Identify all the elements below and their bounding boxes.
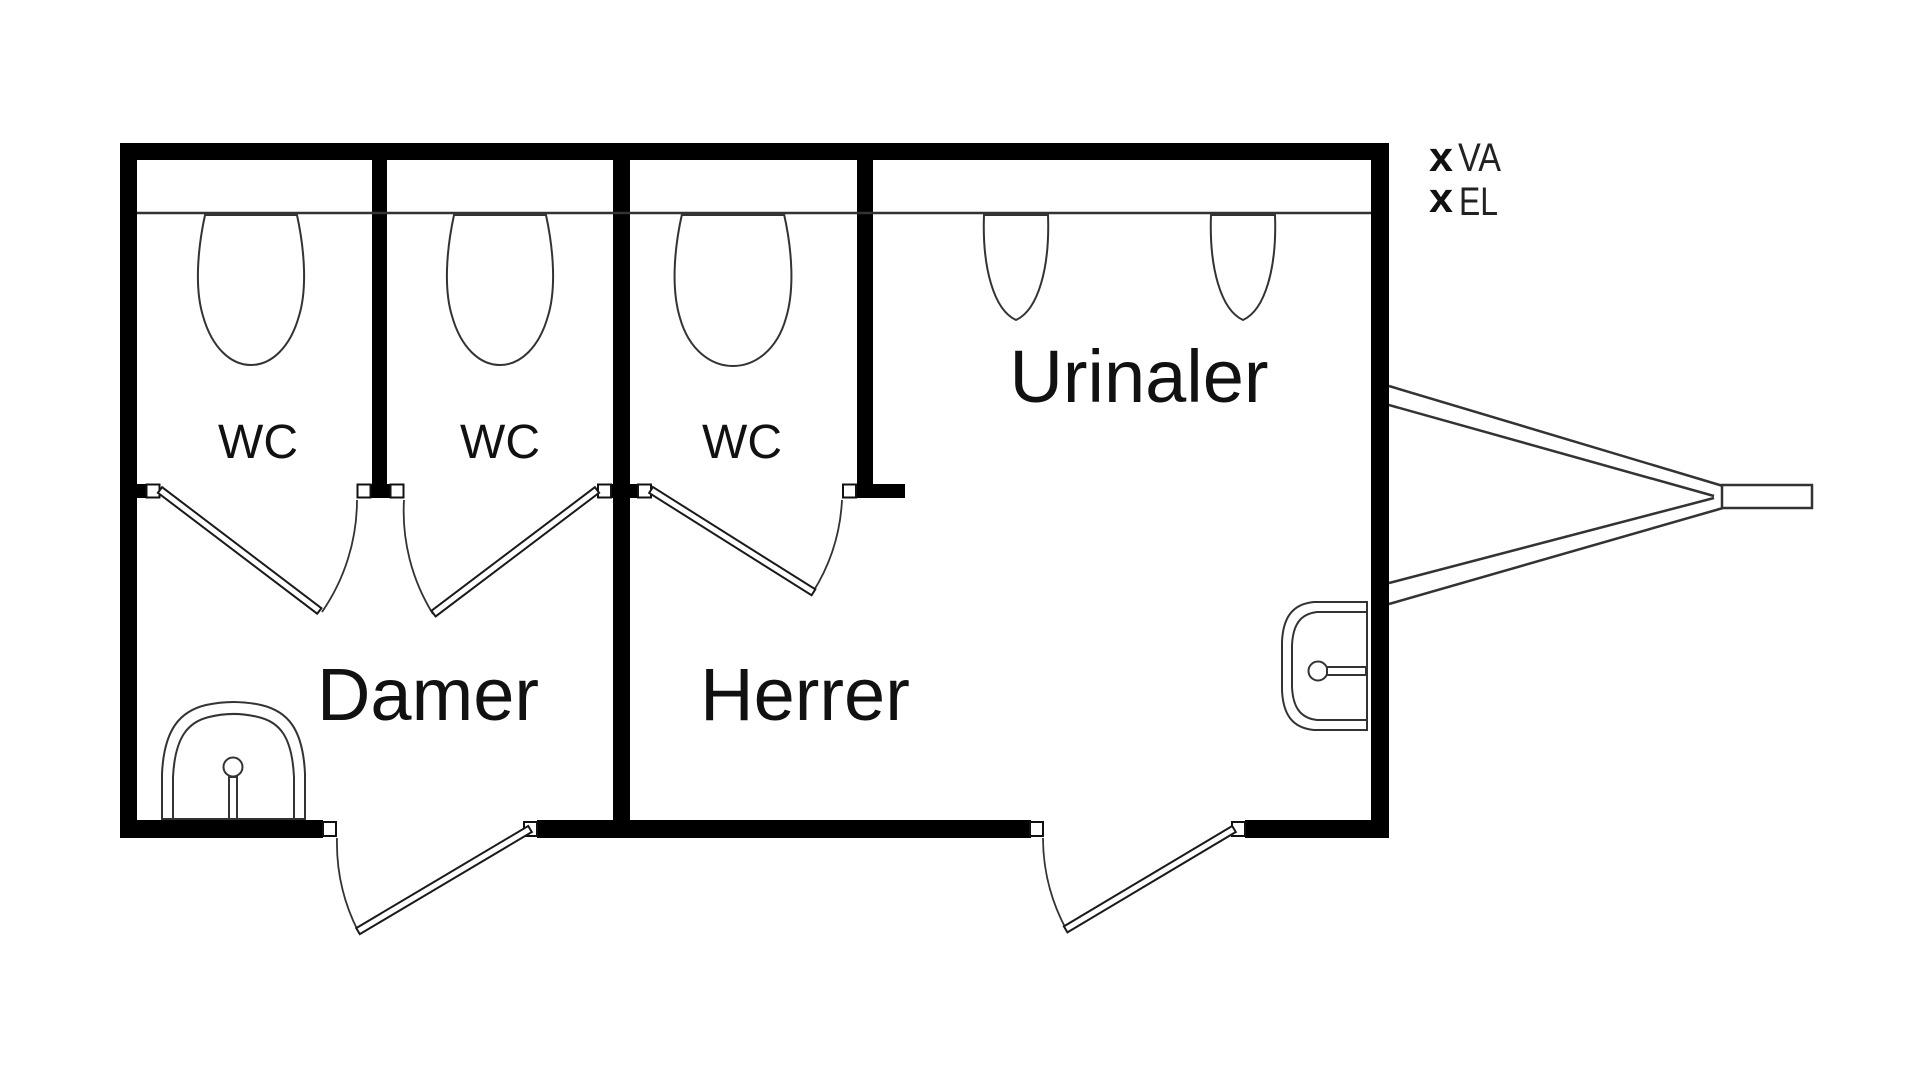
sink-urinaler-tap [1326, 666, 1367, 676]
jamb-wc3-strike [842, 483, 857, 499]
hitch-arm-upper-outer [1388, 384, 1724, 488]
wall-bottom-right-segment [1245, 820, 1389, 838]
utility-annotations: x VA x EL [1429, 133, 1501, 224]
door-wc1 [156, 485, 358, 616]
wall-top [120, 143, 1389, 160]
label-urinaler: Urinaler [1009, 335, 1268, 418]
sink-damer [161, 701, 306, 820]
jamb-wc2-hinge [597, 483, 612, 499]
label-wc3: WC [702, 416, 782, 469]
sink-urinaler [1281, 601, 1368, 731]
door-damer-leaf [354, 824, 534, 936]
hitch-arm-lower-outer [1388, 506, 1724, 606]
walls [120, 143, 1389, 838]
stub-main-wall [612, 484, 638, 498]
stub-partition2 [857, 484, 905, 498]
jamb-wc2-strike [389, 483, 405, 499]
sink-damer-drain [222, 756, 244, 778]
wall-bottom-middle-segment [537, 820, 1031, 838]
label-damer: Damer [317, 653, 539, 736]
stub-partition1 [371, 484, 390, 498]
wall-bottom-left-segment [120, 820, 323, 838]
label-wc1: WC [218, 416, 298, 469]
hitch-arm-upper-inner [1388, 403, 1715, 498]
door-jambs [145, 483, 1246, 837]
door-wc2-leaf [429, 485, 601, 618]
fixtures [161, 213, 1368, 820]
door-urinaler-entrance [1042, 824, 1238, 934]
urinal-2 [1209, 214, 1277, 322]
va-label: VA [1458, 136, 1501, 180]
door-wc3-swing-arc [812, 499, 843, 593]
labels: WC WC WC Damer Herrer Urinaler [218, 335, 1269, 736]
door-damer-entrance [336, 824, 534, 936]
stub-left-wall [120, 484, 147, 498]
partition-wc3-urinaler [857, 158, 873, 498]
label-wc2: WC [460, 416, 540, 469]
door-urinaler-leaf [1062, 824, 1238, 934]
door-wc1-leaf [156, 485, 323, 616]
va-x-marker: x [1429, 133, 1454, 180]
door-wc1-swing-arc [321, 499, 358, 613]
wall-right [1371, 143, 1389, 838]
jamb-wc1-hinge [145, 483, 161, 499]
sink-urinaler-drain [1307, 660, 1329, 682]
toilet-wc2 [445, 214, 555, 367]
door-wc3-leaf [647, 485, 817, 597]
el-label: EL [1459, 180, 1498, 224]
hitch-arm-lower-inner [1388, 496, 1715, 585]
door-wc3 [647, 485, 843, 597]
jamb-damer-entry-strike [322, 821, 337, 837]
jamb-urinaler-entry-strike [1029, 821, 1044, 837]
el-x-marker: x [1429, 174, 1454, 221]
partition-wc1-wc2 [372, 158, 387, 498]
sink-damer-tap [228, 776, 238, 820]
label-herrer: Herrer [700, 653, 910, 736]
door-urinaler-swing-arc [1042, 837, 1067, 930]
door-damer-swing-arc [336, 837, 359, 932]
toilet-wc1 [196, 214, 306, 367]
doors [156, 485, 1238, 936]
urinal-1 [982, 214, 1050, 322]
door-wc2 [402, 485, 601, 618]
hitch-coupler [1720, 483, 1814, 510]
toilet-wc3 [673, 213, 793, 368]
jamb-wc3-hinge [637, 483, 652, 499]
door-wc2-swing-arc [402, 499, 434, 615]
jamb-wc1-strike [356, 483, 372, 499]
trailer-hitch [1388, 384, 1814, 606]
